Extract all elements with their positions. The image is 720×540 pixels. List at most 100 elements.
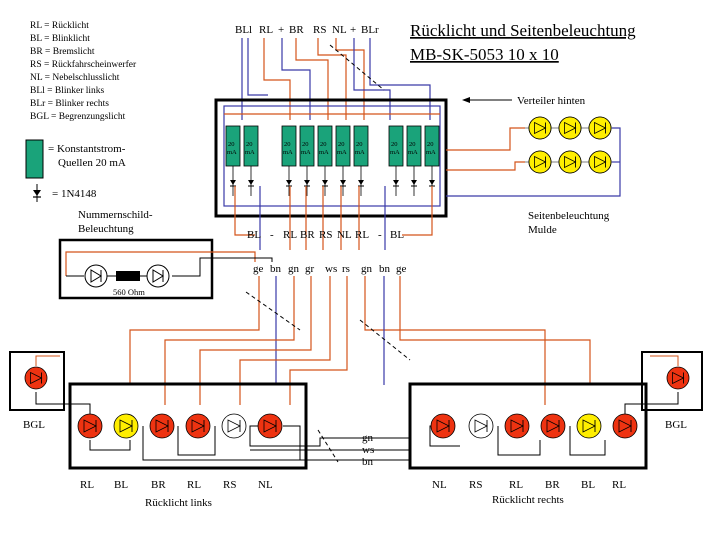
rear-left-caption: Rücklicht links <box>145 497 212 509</box>
connector-label: RL <box>355 229 369 241</box>
key-constant-current-2: Quellen 20 mA <box>58 157 126 169</box>
license-plate-led-icon <box>84 264 108 288</box>
rear-right-led-icon <box>576 413 602 439</box>
title-line-1: Rücklicht und Seitenbeleuchtung <box>410 21 636 40</box>
legend-item: BLl = Blinker links <box>30 86 105 96</box>
legend-item: BLr = Blinker rechts <box>30 99 109 109</box>
distributor-label: Verteiler hinten <box>517 95 586 107</box>
diode-icon <box>411 166 417 196</box>
svg-text:mA: mA <box>408 149 418 156</box>
legend-item: RS = Rückfahrscheinwerfer <box>30 59 137 70</box>
rear-left-led-icon <box>77 413 103 439</box>
connector-label: BR <box>289 24 304 36</box>
legend-item: BGL = Begrenzungslicht <box>30 112 126 122</box>
svg-text:mA: mA <box>245 149 255 156</box>
bgl-led-icon <box>666 366 690 390</box>
svg-text:mA: mA <box>283 149 293 156</box>
wire-color-label: gn <box>288 263 300 275</box>
rear-right-label: NL <box>432 479 447 491</box>
connector-label: - <box>378 229 382 241</box>
rear-left-led-icon <box>185 413 211 439</box>
rear-left-led-icon <box>221 413 247 439</box>
svg-text:mA: mA <box>355 149 365 156</box>
legend-item: BR = Bremslicht <box>30 47 95 57</box>
cross-wire-label: gn <box>362 432 374 444</box>
cut-line <box>317 429 339 463</box>
key-constant-current-1: = Konstantstrom- <box>48 143 126 155</box>
bgl-right-label: BGL <box>665 419 687 431</box>
cross-wire-label: bn <box>362 456 374 468</box>
license-plate-wire <box>172 257 273 277</box>
diode-icon <box>286 166 292 196</box>
wire-color-label: rs <box>342 263 350 275</box>
connector-label: BLl <box>235 24 252 36</box>
rear-right-caption: Rücklicht rechts <box>492 494 564 506</box>
svg-text:20: 20 <box>320 141 327 148</box>
svg-text:20: 20 <box>391 141 398 148</box>
resistor-icon <box>116 271 140 281</box>
rear-right-label: RL <box>509 479 523 491</box>
rear-left-led-icon <box>149 413 175 439</box>
rear-left-led-icon <box>113 413 139 439</box>
rear-left-label: BL <box>114 479 128 491</box>
rear-light-wires <box>129 276 591 405</box>
connector-label: RL <box>283 229 297 241</box>
connector-label: + <box>350 24 356 36</box>
distributor-bus <box>223 105 441 207</box>
diode-icon <box>393 166 399 196</box>
rear-left-label: RL <box>80 479 94 491</box>
legend-item: NL = Nebelschlusslicht <box>30 73 120 83</box>
rear-left-led-icon <box>257 413 283 439</box>
diode-key-icon <box>33 184 41 202</box>
svg-text:20: 20 <box>228 141 235 148</box>
side-led-icon <box>588 150 612 174</box>
rear-right-led-icon <box>430 413 456 439</box>
side-led-icon <box>528 116 552 140</box>
connector-label: BLr <box>361 24 379 36</box>
rear-left-label: RL <box>187 479 201 491</box>
current-source-key-icon <box>25 139 44 179</box>
rear-right-labels: NL RS RL BR BL RL <box>432 479 626 491</box>
cross-wire-label: ws <box>362 444 374 456</box>
rear-right-led-icon <box>504 413 530 439</box>
distributor-box <box>214 98 448 218</box>
connector-label: + <box>278 24 284 36</box>
cut-line <box>245 291 301 331</box>
abbreviation-legend: RL = Rücklicht BL = Blinklicht BR = Brem… <box>30 21 137 122</box>
rear-right-led-icon <box>468 413 494 439</box>
wire-color-label: ws <box>325 263 337 275</box>
key-diode: = 1N4148 <box>52 188 97 200</box>
wire-color-label: bn <box>379 263 391 275</box>
rear-right-led-icon <box>612 413 638 439</box>
side-led-icon <box>558 116 582 140</box>
bgl-left-box <box>9 351 65 411</box>
wire-color-label: bn <box>270 263 282 275</box>
resistor-label: 560 Ohm <box>113 287 145 297</box>
svg-text:20: 20 <box>284 141 291 148</box>
svg-text:20: 20 <box>409 141 416 148</box>
connector-label: RS <box>319 229 332 241</box>
connector-label: NL <box>332 24 347 36</box>
legend-item: BL = Blinklicht <box>30 34 90 44</box>
rear-right-label: BR <box>545 479 560 491</box>
rear-right-label: RL <box>612 479 626 491</box>
svg-text:mA: mA <box>227 149 237 156</box>
license-plate-wire <box>65 251 256 276</box>
connector-label: BR <box>300 229 315 241</box>
side-lighting-label-1: Seitenbeleuchtung <box>528 210 610 222</box>
rear-left-label: NL <box>258 479 273 491</box>
svg-text:20: 20 <box>356 141 363 148</box>
top-input-wires <box>241 38 431 120</box>
connector-label: - <box>270 229 274 241</box>
legend-item: RL = Rücklicht <box>30 21 89 31</box>
bgl-left-label: BGL <box>23 419 45 431</box>
diode-icon <box>248 166 254 196</box>
license-plate-box <box>58 238 214 300</box>
rear-right-led-icon <box>540 413 566 439</box>
